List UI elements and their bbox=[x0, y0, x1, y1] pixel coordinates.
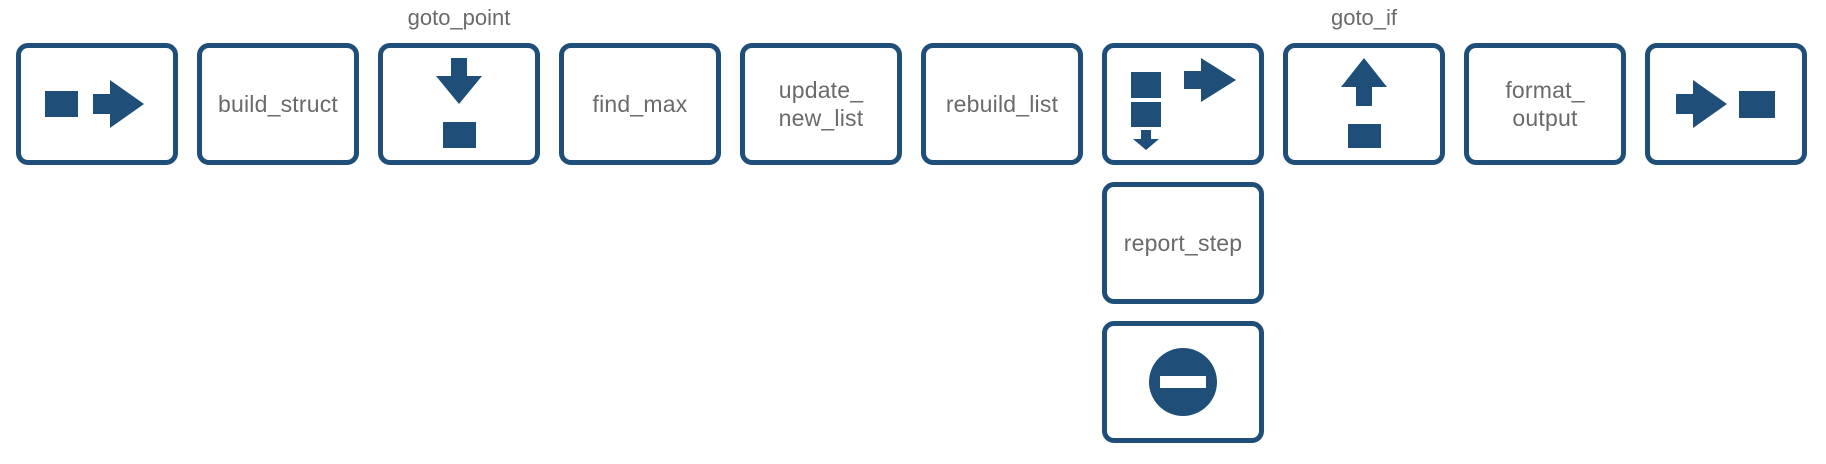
block-end[interactable] bbox=[1645, 43, 1807, 165]
block-label: update_ new_list bbox=[778, 77, 864, 131]
annotation-goto-if: goto_if bbox=[1330, 5, 1398, 30]
arrow-right-to-square-icon bbox=[1676, 80, 1775, 128]
block-rebuild-list[interactable]: rebuild_list bbox=[921, 43, 1083, 165]
block-format-output[interactable]: format_ output bbox=[1464, 43, 1626, 165]
block-label: format_ output bbox=[1505, 77, 1585, 131]
block-goto-if[interactable] bbox=[1283, 43, 1445, 165]
block-find-max[interactable]: find_max bbox=[559, 43, 721, 165]
block-label: find_max bbox=[592, 91, 688, 117]
square-arrow-right-icon bbox=[45, 80, 144, 128]
block-stop[interactable] bbox=[1102, 321, 1264, 443]
stacked-squares-arrows-icon bbox=[1130, 58, 1236, 150]
arrow-down-to-square-icon bbox=[436, 58, 482, 148]
block-build-struct[interactable]: build_struct bbox=[197, 43, 359, 165]
arrow-up-to-square-icon bbox=[1341, 58, 1387, 148]
block-update-new-list[interactable]: update_ new_list bbox=[740, 43, 902, 165]
annotation-goto-point: goto_point bbox=[407, 5, 511, 30]
block-iterate[interactable] bbox=[1102, 43, 1264, 165]
block-label: rebuild_list bbox=[945, 91, 1059, 117]
block-label: build_struct bbox=[217, 91, 339, 117]
block-report-step[interactable]: report_step bbox=[1102, 182, 1264, 304]
block-label: report_step bbox=[1123, 230, 1243, 256]
minus-circle-icon bbox=[1149, 348, 1217, 416]
block-start[interactable] bbox=[16, 43, 178, 165]
block-goto-point[interactable] bbox=[378, 43, 540, 165]
